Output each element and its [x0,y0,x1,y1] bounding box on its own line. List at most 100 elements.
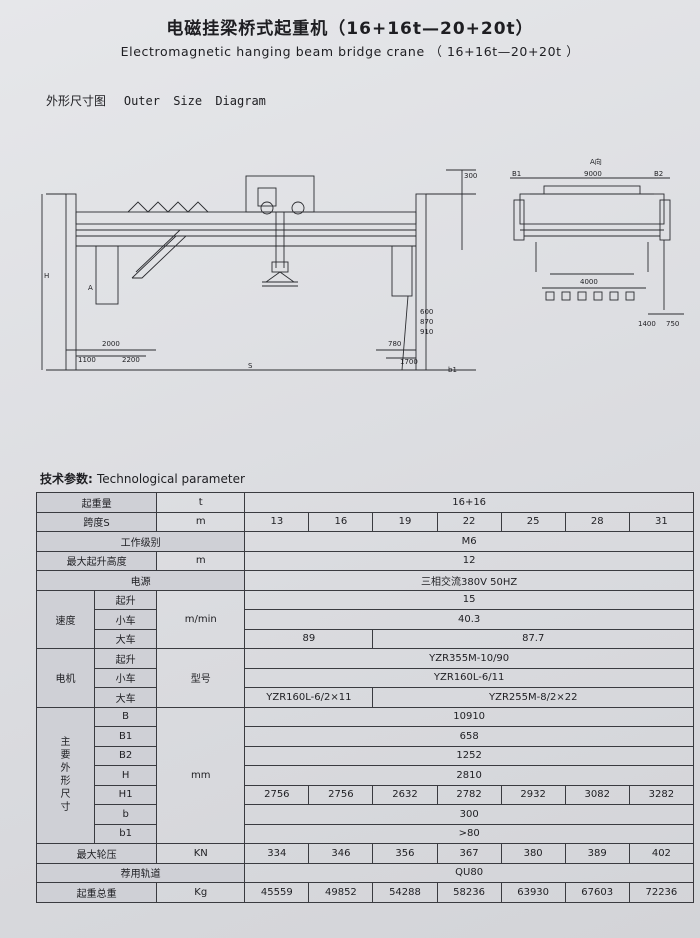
unit-max-lift-height: m [156,550,246,571]
dim-870: 870 [420,318,433,326]
sub-label-speed-crane: 大车 [94,628,158,649]
value-speed-crane-b: 87.7 [372,628,694,649]
params-heading: 技术参数: Technological parameter [40,470,245,487]
row-label-span: 跨度S [35,511,158,532]
side-dim-9000: 9000 [584,170,602,178]
dim-600: 600 [420,308,433,316]
side-label-a: A向 [590,157,602,166]
table-row: b1 >80 [37,823,694,844]
sub-label-dim-b1-upper: B1 [94,726,158,747]
table-row: 小车 40.3 [37,609,694,630]
weight-cell: 63930 [500,882,566,903]
wheel-load-cell: 389 [564,843,630,864]
crane-outline-drawing: A H 2000 1100 2200 S b1 300 600 870 910 … [41,157,684,374]
table-row: 最大轮压 KN 334 346 356 367 380 389 402 [35,843,695,864]
wheel-load-cell: 380 [500,843,566,864]
wheel-load-cell: 356 [372,843,438,864]
value-motor-crane-b: YZR255M-8/2×22 [372,687,694,708]
span-cell: 13 [244,511,310,532]
table-row: 电源 三相交流380V 50HZ [35,570,694,591]
value-power: 三相交流380V 50HZ [244,570,694,591]
sub-label-speed-hoist: 起升 [94,589,158,610]
table-row: 主 要 外 形 尺 寸 B mm 10910 [35,706,694,844]
dims-label-char: 寸 [60,802,71,814]
diagram-heading-en: Outer Size Diagram [123,94,266,108]
value-work-class: M6 [244,531,694,552]
table-row: 工作级别 M6 [35,531,694,552]
label-a: A [88,284,93,292]
span-cell: 25 [500,511,566,532]
row-label-max-wheel-load: 最大轮压 [35,843,158,864]
value-motor-hoist: YZR355M-10/90 [244,648,694,669]
dim-1100: 1100 [78,356,96,364]
wheel-load-cell: 367 [436,843,502,864]
unit-span: m [156,511,246,532]
unit-lifting-capacity: t [156,492,246,513]
value-speed-hoist: 15 [244,589,694,610]
h1-cell: 2932 [500,784,566,805]
value-dim-b-lower: 300 [244,804,694,825]
params-heading-cn: 技术参数: [40,472,93,486]
diagram-heading-cn: 外形尺寸图 [46,94,107,108]
dims-label-char: 外 [60,763,71,775]
row-label-power: 电源 [35,570,246,591]
sub-label-motor-hoist: 起升 [94,648,158,669]
table-row: 跨度S m 13 16 19 22 25 28 31 [35,511,695,532]
wheel-load-cell: 334 [244,843,310,864]
dims-label-char: 形 [60,776,71,788]
table-row: H1 2756 2756 2632 2782 2932 3082 3282 [37,784,695,805]
value-speed-trolley: 40.3 [244,609,694,630]
wheel-load-cell: 402 [628,843,695,864]
table-row: 起重量 t 16+16 [35,492,694,513]
dims-label-char: 主 [60,737,71,749]
value-dim-b2-upper: 1252 [244,745,694,766]
value-motor-crane-a: YZR160L-6/2×11 [244,687,374,708]
h1-cell: 2632 [372,784,438,805]
weight-cell: 72236 [628,882,695,903]
table-row: B2 1252 [37,745,694,766]
side-dim-1400: 1400 [638,320,656,328]
value-dim-b-upper: 10910 [244,706,694,727]
label-h: H [44,272,49,280]
document-subtitle: Electromagnetic hanging beam bridge cran… [120,44,580,59]
h1-cell: 2782 [436,784,502,805]
group-label-motor: 电机 [35,648,96,708]
value-dim-b1-upper: 658 [244,726,694,747]
value-lifting-capacity: 16+16 [244,492,694,513]
h1-cell: 2756 [244,784,310,805]
sub-label-motor-crane: 大车 [94,687,158,708]
h1-cell: 3082 [564,784,630,805]
technical-parameter-table: 起重量 t 16+16 跨度S m 13 16 19 22 25 28 31 工… [35,492,695,903]
unit-speed: m/min [156,589,246,649]
row-label-work-class: 工作级别 [35,531,246,552]
dim-1700: 1700 [400,358,418,366]
value-speed-crane-a: 89 [244,628,374,649]
unit-motor: 型号 [156,648,246,708]
sub-label-speed-trolley: 小车 [94,609,158,630]
value-max-lift-height: 12 [244,550,694,571]
weight-cell: 67603 [564,882,630,903]
weight-cell: 49852 [308,882,374,903]
dim-b1: b1 [448,366,457,374]
unit-dims: mm [156,706,246,844]
dims-label-char: 尺 [60,789,71,801]
table-row: 小车 YZR160L-6/11 [37,667,694,688]
sub-label-motor-trolley: 小车 [94,667,158,688]
span-cell: 31 [628,511,695,532]
dim-910: 910 [420,328,433,336]
sub-label-dim-h1: H1 [94,784,158,805]
side-label-b1: B1 [512,170,521,178]
table-row: 大车 89 87.7 [37,628,694,649]
dim-2000: 2000 [102,340,120,348]
side-dim-4000: 4000 [580,278,598,286]
dim-2200: 2200 [122,356,140,364]
sub-label-dim-b-lower: b [94,804,158,825]
front-elevation-view [41,169,476,371]
row-label-lifting-capacity: 起重量 [35,492,158,513]
side-dim-750: 750 [666,320,679,328]
params-heading-en: Technological parameter [97,472,245,486]
row-label-total-weight: 起重总重 [35,882,158,903]
table-row: 速度 起升 m/min 15 [35,589,694,649]
table-row: B1 658 [37,726,694,747]
sub-label-dim-h: H [94,765,158,786]
